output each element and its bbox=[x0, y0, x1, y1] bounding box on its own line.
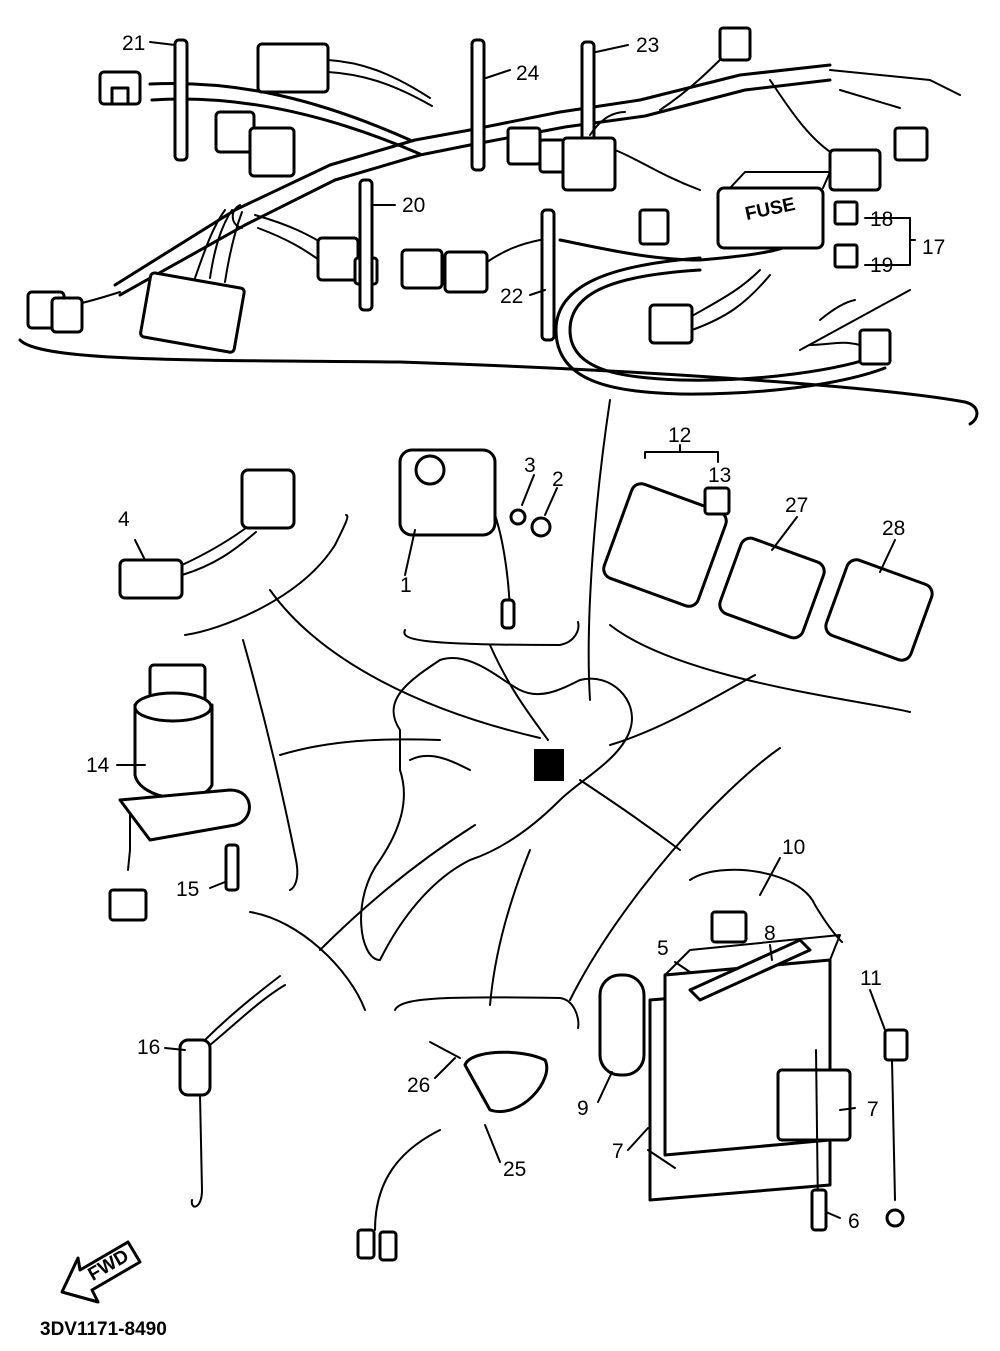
callout-6: 6 bbox=[848, 1210, 860, 1233]
callout-12: 12 bbox=[668, 424, 691, 447]
callout-numbers: 21 24 23 20 22 18 19 17 12 13 27 28 3 2 … bbox=[86, 32, 945, 1233]
nut-washer-parts bbox=[509, 508, 552, 538]
callout-14: 14 bbox=[86, 754, 110, 777]
callout-8: 8 bbox=[764, 922, 776, 945]
callout-22: 22 bbox=[500, 285, 523, 308]
callout-2: 2 bbox=[552, 468, 564, 491]
callout-17: 17 bbox=[922, 236, 945, 259]
relay-units bbox=[602, 482, 934, 662]
callout-11: 11 bbox=[860, 967, 882, 990]
callout-24: 24 bbox=[516, 62, 540, 85]
callout-13: 13 bbox=[708, 464, 731, 487]
starter-relay-part bbox=[398, 448, 516, 630]
callout-15: 15 bbox=[176, 878, 199, 901]
callout-3: 3 bbox=[524, 454, 536, 477]
callout-16: 16 bbox=[137, 1036, 160, 1059]
forward-arrow-icon: FWD bbox=[60, 1240, 142, 1304]
battery-assembly bbox=[598, 868, 909, 1232]
callout-7-bottom: 7 bbox=[612, 1140, 624, 1163]
frame-silhouette bbox=[360, 657, 633, 961]
screw-part-15 bbox=[224, 843, 240, 892]
callout-27: 27 bbox=[785, 494, 808, 517]
sensor-part bbox=[356, 1041, 549, 1262]
callout-leaders bbox=[116, 41, 916, 1219]
wire-harness bbox=[18, 26, 979, 426]
callout-7-right: 7 bbox=[867, 1098, 879, 1121]
callout-19: 19 bbox=[870, 254, 893, 277]
callout-26: 26 bbox=[407, 1074, 430, 1097]
callout-21: 21 bbox=[122, 32, 145, 55]
callout-4: 4 bbox=[118, 508, 130, 531]
callout-20: 20 bbox=[402, 194, 425, 217]
neutral-switch-part bbox=[178, 975, 286, 1208]
callout-1: 1 bbox=[400, 574, 412, 597]
part-code: 3DV1171-8490 bbox=[40, 1319, 167, 1340]
relay-mounted bbox=[534, 749, 564, 781]
callout-28: 28 bbox=[882, 517, 905, 540]
callout-9: 9 bbox=[577, 1097, 589, 1120]
callout-10: 10 bbox=[782, 836, 805, 859]
callout-23: 23 bbox=[636, 34, 659, 57]
diode-part bbox=[118, 468, 296, 600]
main-switch-part bbox=[108, 663, 251, 922]
callout-25: 25 bbox=[503, 1158, 526, 1181]
leader-lines bbox=[184, 399, 911, 1029]
callout-5: 5 bbox=[657, 937, 669, 960]
callout-18: 18 bbox=[870, 208, 893, 231]
